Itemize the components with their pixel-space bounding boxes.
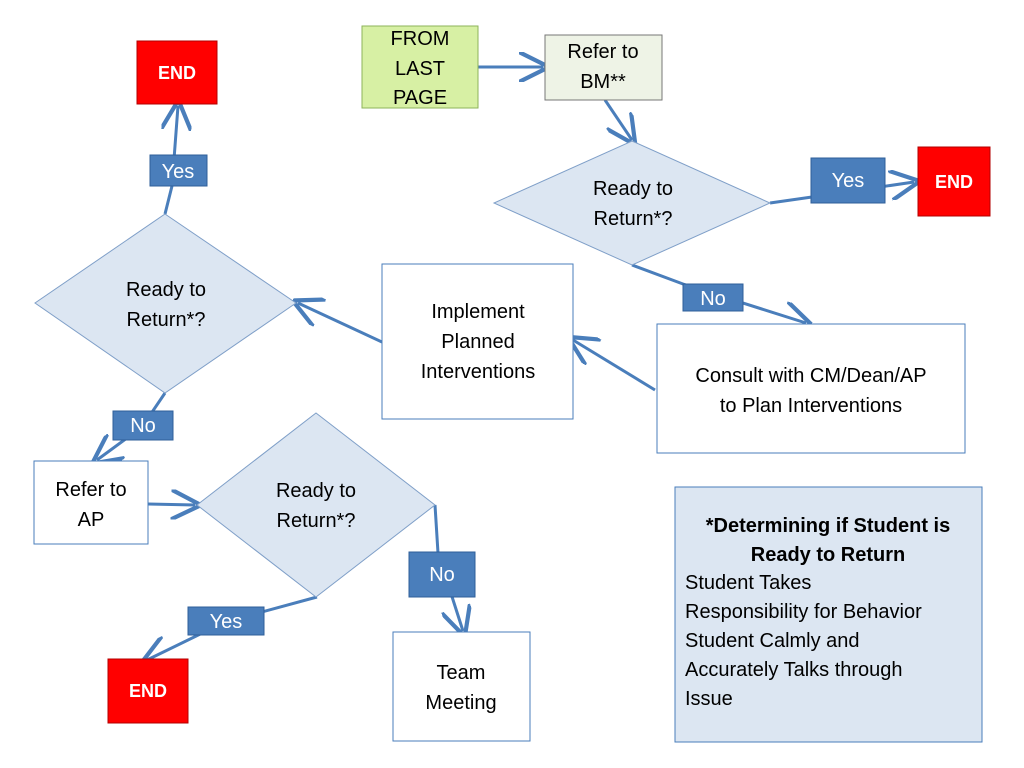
label-no-left-text: No (130, 415, 156, 437)
ready-left-line-1: Ready to (126, 279, 206, 301)
connector-refer-ap-to-ready-bottom (147, 504, 195, 505)
label-no-bottom: No (408, 551, 476, 598)
connector-refer-bm-to-ready-top (603, 99, 632, 140)
consult-line-2: to Plan Interventions (720, 395, 902, 417)
label-no-left: No (112, 410, 174, 441)
label-no-bottom-text: No (429, 564, 455, 586)
decision-ready-top: Ready to Return*? (492, 140, 772, 266)
end-node-bottom-left: END (107, 658, 189, 724)
refer-bm-line-1: Refer to (567, 41, 638, 63)
implement-line-2: Planned (441, 331, 514, 353)
end-top-left-text: END (158, 63, 196, 83)
consult-line-1: Consult with CM/Dean/AP (695, 365, 926, 387)
implement-line-1: Implement (431, 301, 525, 323)
refer-ap-line-2: AP (78, 509, 105, 531)
ready-top-line-2: Return*? (594, 208, 673, 230)
end-node-top-left: END (136, 40, 218, 105)
connector-implement-to-ready-left (298, 303, 383, 344)
start-node-from-last-page: FROM LAST PAGE (361, 25, 479, 109)
process-implement-interventions: Implement Planned Interventions (381, 263, 574, 420)
refer-bm-line-2: BM** (580, 71, 626, 93)
info-line-3: Student Calmly and (685, 630, 860, 652)
label-yes-left: Yes (149, 154, 208, 187)
ready-top-line-1: Ready to (593, 178, 673, 200)
label-yes-bottom-text: Yes (210, 611, 243, 633)
process-consult: Consult with CM/Dean/AP to Plan Interven… (656, 323, 966, 454)
end-bottom-left-text: END (129, 681, 167, 701)
connector-consult-to-implement (573, 340, 656, 392)
team-meeting-line-1: Team (437, 662, 486, 684)
ready-bottom-line-2: Return*? (277, 510, 356, 532)
implement-line-3: Interventions (421, 361, 536, 383)
start-node-line-2: LAST (395, 58, 445, 80)
process-team-meeting: Team Meeting (392, 631, 531, 742)
info-line-1: Student Takes (685, 572, 811, 594)
decision-ready-bottom: Ready to Return*? (196, 412, 436, 598)
ready-left-line-2: Return*? (127, 309, 206, 331)
label-yes-right-text: Yes (832, 170, 865, 192)
info-box-determining-ready: *Determining if Student is Ready to Retu… (674, 486, 983, 743)
refer-ap-line-1: Refer to (55, 479, 126, 501)
info-line-5: Issue (685, 688, 733, 710)
info-title-line-2: Ready to Return (751, 544, 905, 566)
info-line-2: Responsibility for Behavior (685, 601, 922, 623)
process-refer-to-ap: Refer to AP (33, 460, 149, 545)
info-title-line-1: *Determining if Student is (706, 515, 950, 537)
label-yes-bottom: Yes (187, 606, 265, 636)
label-no-top: No (682, 283, 744, 312)
decision-ready-left: Ready to Return*? (34, 213, 297, 394)
label-yes-left-text: Yes (162, 161, 195, 183)
label-yes-right: Yes (810, 157, 886, 204)
start-node-line-3: PAGE (393, 87, 447, 109)
end-node-right: END (917, 146, 991, 217)
start-node-line-1: FROM (391, 28, 450, 50)
label-no-top-text: No (700, 288, 726, 310)
team-meeting-line-2: Meeting (425, 692, 496, 714)
info-line-4: Accurately Talks through (685, 659, 903, 681)
end-right-text: END (935, 172, 973, 192)
process-refer-to-bm: Refer to BM** (544, 34, 663, 101)
ready-bottom-line-1: Ready to (276, 480, 356, 502)
